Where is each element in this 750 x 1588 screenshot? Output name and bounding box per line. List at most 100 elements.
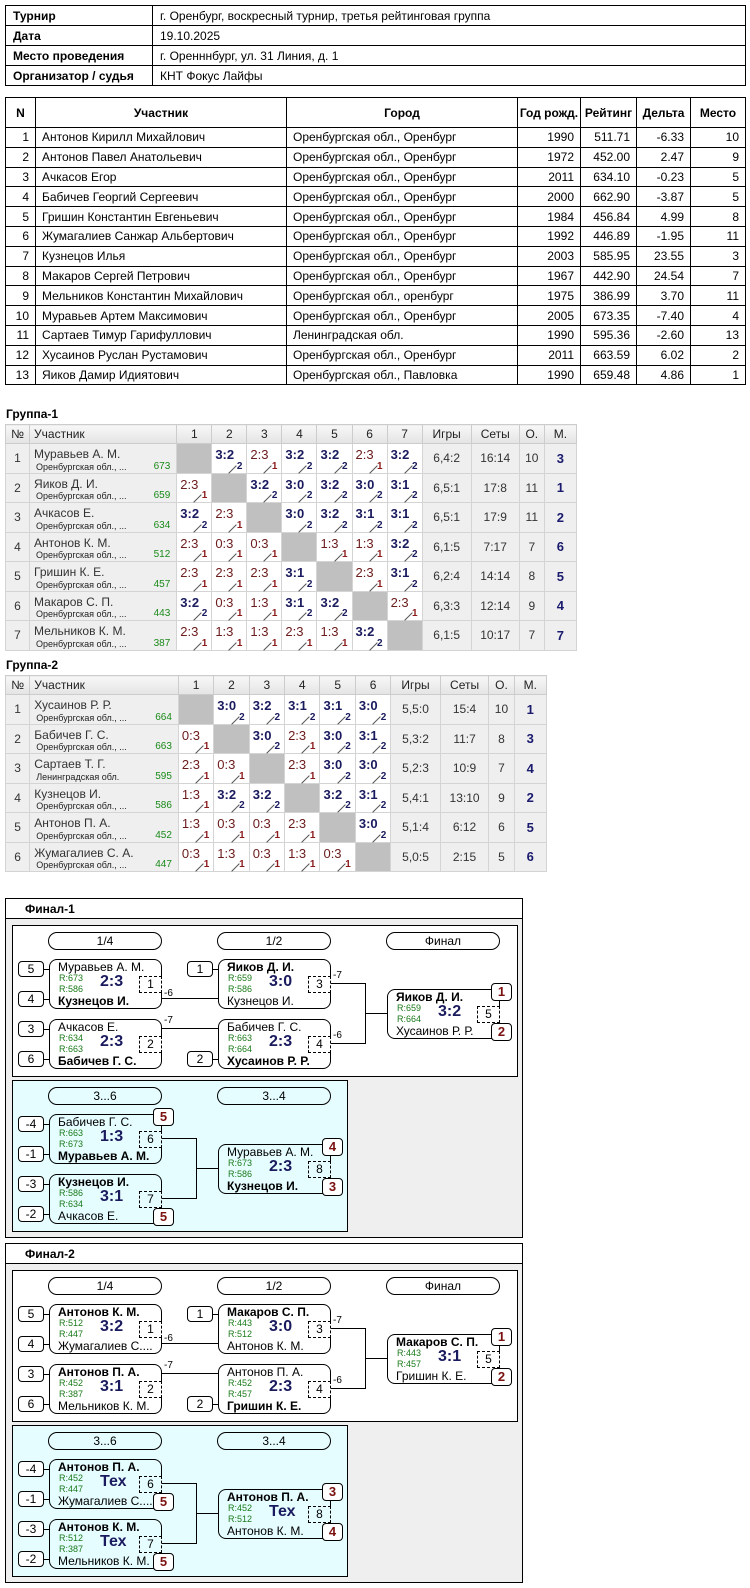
match-points: 2 bbox=[341, 460, 348, 472]
match-number: 3 bbox=[308, 976, 331, 993]
round-label: Финал bbox=[386, 932, 500, 950]
match-score: 3:1 bbox=[323, 698, 343, 713]
match-score: 3:1 bbox=[390, 565, 410, 580]
place-badge: 5 bbox=[153, 1493, 174, 1511]
connector-line bbox=[161, 998, 218, 999]
match-score: 2:3 bbox=[355, 447, 374, 462]
place-cell: 2 bbox=[543, 502, 578, 533]
connector-line bbox=[44, 1469, 49, 1470]
points-cell: 8 bbox=[518, 561, 545, 592]
player-2-rating: R:512 bbox=[228, 1329, 253, 1339]
